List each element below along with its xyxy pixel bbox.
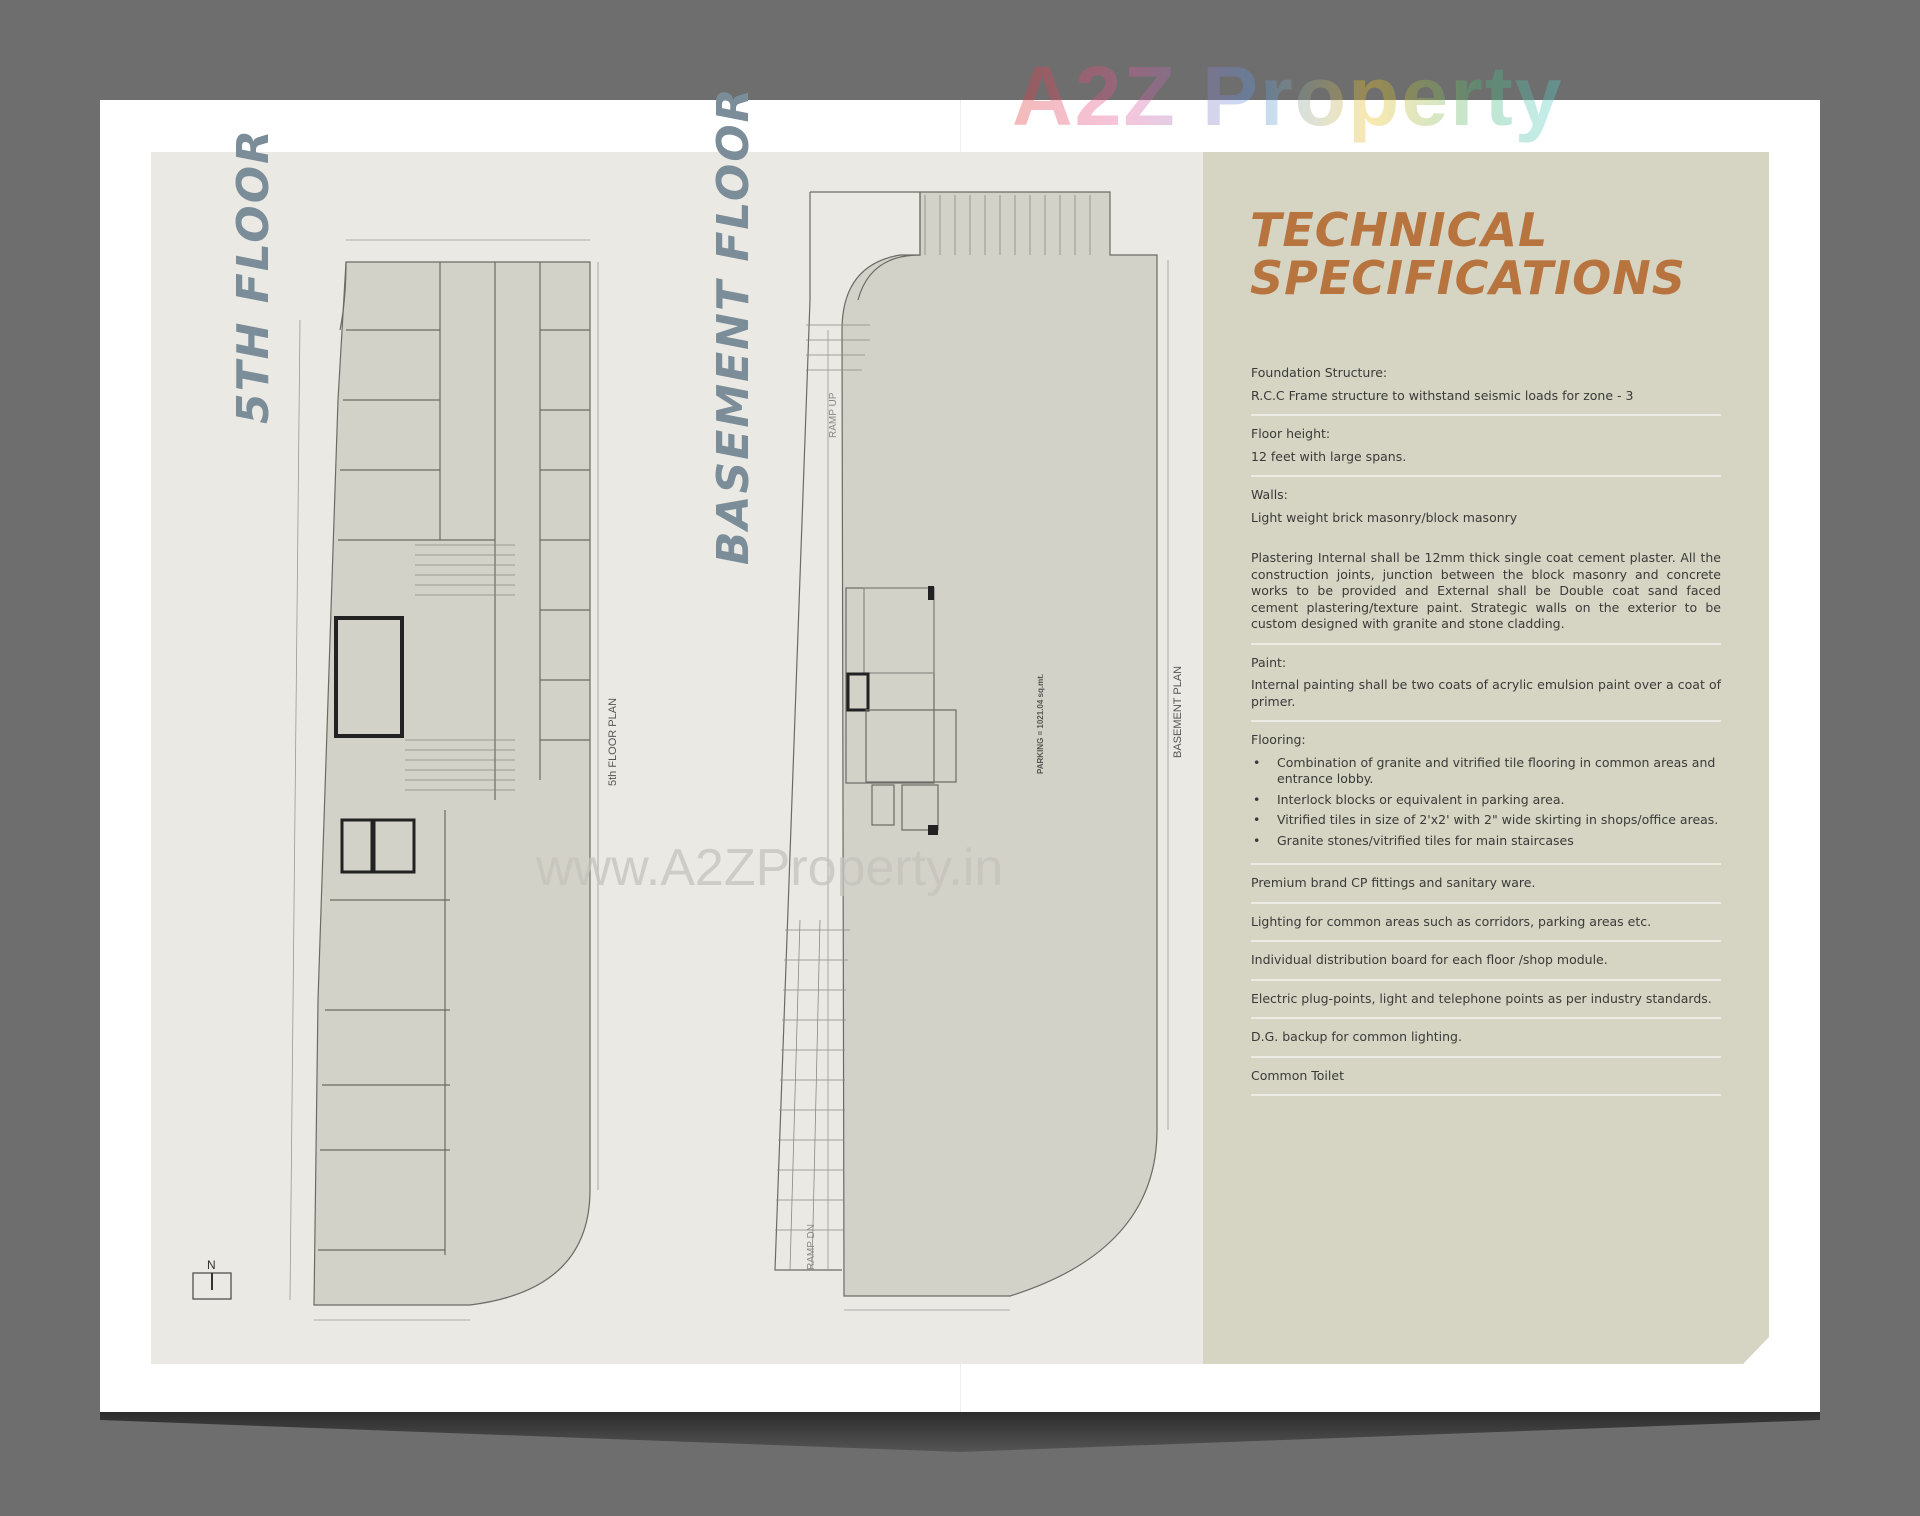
- spec-heading: Flooring:: [1251, 732, 1306, 747]
- brand-watermark: A2Z Property: [1012, 49, 1564, 143]
- spec-flooring: Flooring: Combination of granite and vit…: [1251, 732, 1721, 865]
- specifications-title: TECHNICAL SPECIFICATIONS: [1250, 206, 1686, 302]
- spec-walls: Walls: Light weight brick masonry/block …: [1251, 487, 1721, 645]
- north-label: N: [207, 1258, 216, 1272]
- ramp-up-label: RAMP UP: [828, 392, 839, 438]
- spec-text: R.C.C Frame structure to withstand seism…: [1251, 387, 1634, 403]
- flooring-list: Combination of granite and vitrified til…: [1251, 755, 1721, 850]
- spec-toilet: Common Toilet: [1251, 1068, 1721, 1096]
- spec-floor-height: Floor height: 12 feet with large spans.: [1251, 426, 1721, 477]
- list-item: Interlock blocks or equivalent in parkin…: [1251, 792, 1721, 809]
- spec-heading: Floor height:: [1251, 426, 1331, 441]
- fifth-floor-plan: [289, 239, 599, 1321]
- spec-foundation: Foundation Structure: R.C.C Frame struct…: [1251, 365, 1721, 416]
- spec-distribution: Individual distribution board for each f…: [1251, 952, 1721, 981]
- north-arrow-icon: [192, 1272, 232, 1300]
- fifth-floor-plan-label: 5th FLOOR PLAN: [607, 697, 619, 786]
- spec-electric: Electric plug-points, light and telephon…: [1251, 991, 1721, 1019]
- spec-paint: Paint: Internal painting shall be two co…: [1251, 654, 1721, 722]
- basement-floor-title: BASEMENT FLOOR: [708, 86, 759, 565]
- url-watermark: www.A2ZProperty.in: [536, 839, 1004, 897]
- spec-dg-backup: D.G. backup for common lighting.: [1251, 1029, 1721, 1058]
- spec-cp-fittings: Premium brand CP fittings and sanitary w…: [1251, 875, 1721, 904]
- basement-plan-label: BASEMENT PLAN: [1172, 665, 1184, 758]
- spec-heading: Foundation Structure:: [1251, 365, 1388, 380]
- title-line-2: SPECIFICATIONS: [1250, 251, 1686, 305]
- parking-area-label: PARKING = 1021.04 sq.mt.: [1036, 673, 1045, 774]
- spec-lighting: Lighting for common areas such as corrid…: [1251, 914, 1721, 942]
- basement-plan: [774, 191, 1169, 1311]
- list-item: Combination of granite and vitrified til…: [1251, 755, 1721, 788]
- spec-text: 12 feet with large spans.: [1251, 448, 1407, 464]
- spec-text: Light weight brick masonry/block masonry: [1251, 509, 1518, 525]
- list-item: Granite stones/vitrified tiles for main …: [1251, 833, 1721, 850]
- spec-heading: Walls:: [1251, 487, 1288, 502]
- list-item: Vitrified tiles in size of 2'x2' with 2"…: [1251, 812, 1721, 829]
- spec-text: Internal painting shall be two coats of …: [1251, 677, 1721, 709]
- title-line-1: TECHNICAL: [1250, 203, 1549, 257]
- spec-heading: Paint:: [1251, 654, 1287, 670]
- specifications-list: Foundation Structure: R.C.C Frame struct…: [1251, 365, 1721, 1106]
- ramp-down-label: RAMP DN: [806, 1224, 817, 1270]
- spec-plastering-text: Plastering Internal shall be 12mm thick …: [1251, 550, 1721, 631]
- fifth-floor-title: 5TH FLOOR: [228, 128, 279, 424]
